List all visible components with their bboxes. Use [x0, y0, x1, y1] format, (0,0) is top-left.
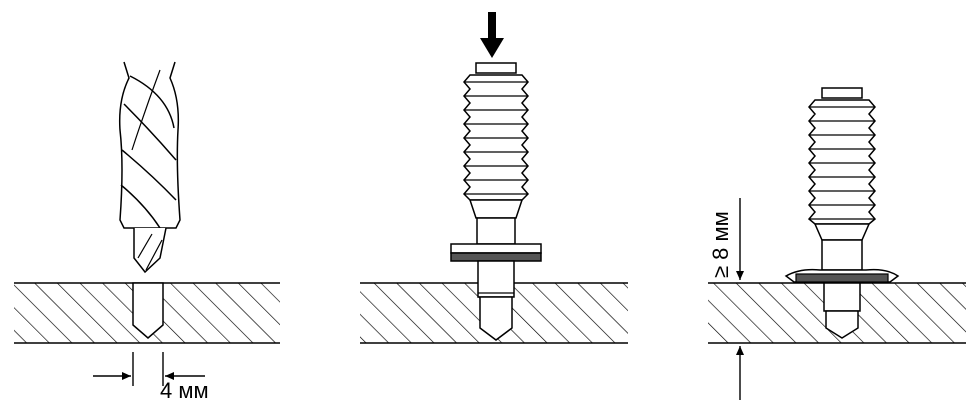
step-3-installed: ≥ 8 мм: [708, 87, 966, 400]
threaded-rivet-icon: [450, 62, 542, 341]
hole-diameter-label: 4 мм: [160, 378, 209, 403]
step-2-inserting: [360, 12, 628, 344]
installed-rivet-icon: [784, 87, 900, 339]
min-thickness-dimension: ≥ 8 мм: [708, 198, 744, 400]
step-1-drilling: 4 мм: [14, 61, 280, 403]
drilled-hole: [132, 282, 164, 339]
drill-bit-icon: [118, 61, 181, 274]
press-down-arrow-icon: [480, 12, 504, 58]
min-thickness-label: ≥ 8 мм: [708, 211, 733, 278]
hole-diameter-dimension: 4 мм: [93, 352, 209, 403]
